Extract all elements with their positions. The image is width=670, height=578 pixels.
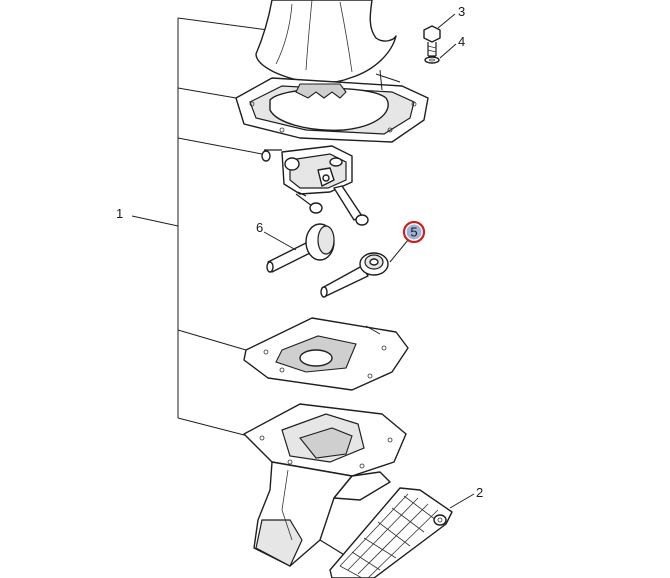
assembly-bracket <box>131 17 269 437</box>
callout-4: 4 <box>458 34 465 49</box>
callout-2: 2 <box>476 485 483 500</box>
pin-part <box>266 223 335 273</box>
callout-6-leader <box>263 231 297 251</box>
callout-5-leader <box>389 239 409 263</box>
gasket-plate <box>243 317 409 391</box>
callout-4-leader <box>439 43 457 59</box>
callout-3: 3 <box>458 4 465 19</box>
callout-5: 5 <box>410 225 417 240</box>
shaft-part <box>320 252 389 298</box>
callout-6: 6 <box>256 220 263 235</box>
boot-bezel <box>235 69 429 143</box>
callout-1: 1 <box>116 206 123 221</box>
grille-part <box>329 487 453 578</box>
highlight-ring <box>402 220 426 244</box>
shift-boot <box>255 0 397 84</box>
highlight-fill <box>406 224 422 240</box>
bolt-part <box>423 25 441 57</box>
shifter-mechanism <box>261 145 369 226</box>
lower-housing <box>243 403 407 578</box>
callout-2-leader <box>449 493 475 509</box>
callout-5-highlight: 5 <box>402 220 426 244</box>
washer-part <box>424 56 440 64</box>
callout-3-leader <box>437 13 456 29</box>
